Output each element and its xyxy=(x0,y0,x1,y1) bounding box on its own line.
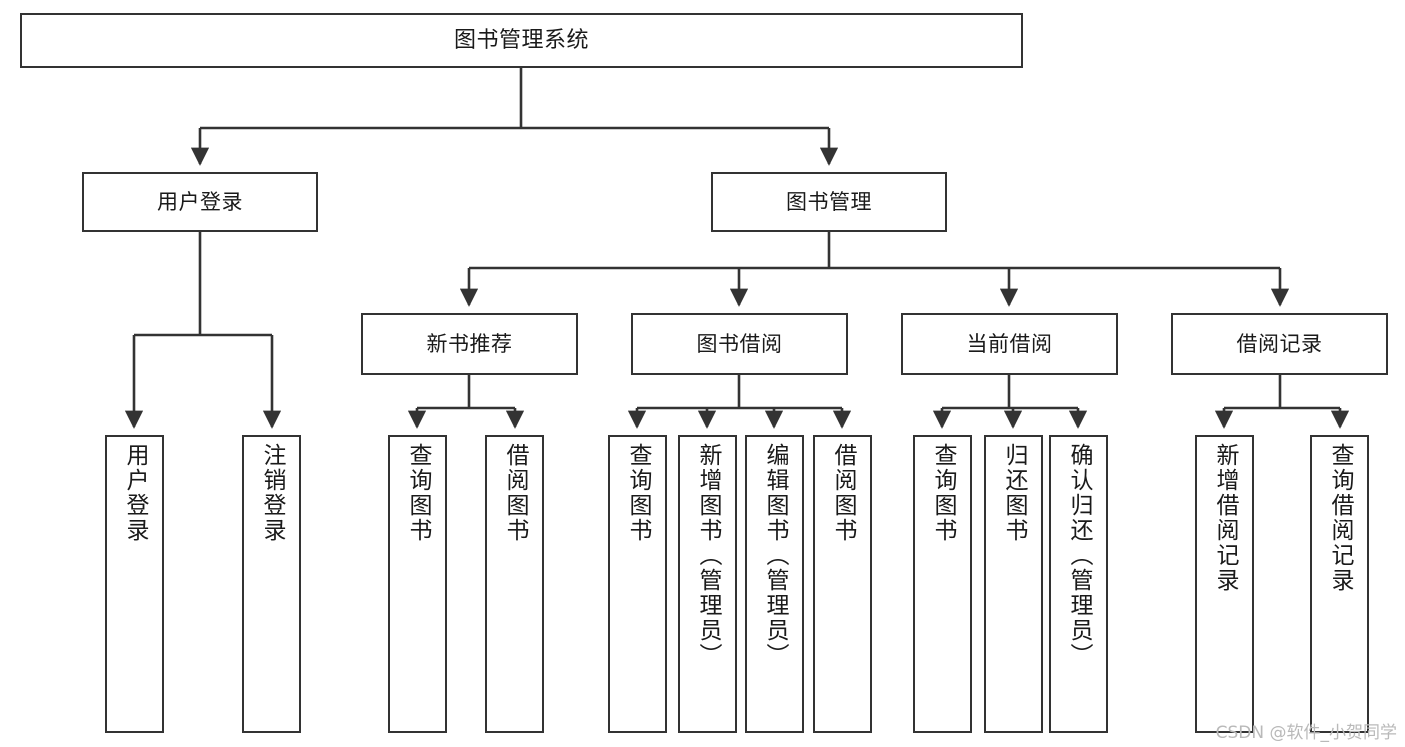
node-leaf-user-login-label: 用户登录 xyxy=(122,443,148,543)
node-leaf-query-book-rec-label: 查询图书 xyxy=(405,443,431,543)
node-book-manage[interactable]: 图书管理 xyxy=(711,172,947,232)
csdn-watermark: CSDN @软件_小贺同学 xyxy=(1215,723,1397,743)
node-book-manage-label: 图书管理 xyxy=(786,189,872,214)
node-book-borrow-label: 图书借阅 xyxy=(696,331,783,356)
node-leaf-confirm-return[interactable]: 确认归还（管理员） xyxy=(1049,435,1108,733)
node-leaf-return-book[interactable]: 归还图书 xyxy=(984,435,1043,733)
node-leaf-edit-book-label: 编辑图书（管理员） xyxy=(762,443,788,668)
node-root-label: 图书管理系统 xyxy=(453,27,589,53)
node-new-book-rec-label: 新书推荐 xyxy=(426,331,513,356)
node-leaf-borrow-book-b[interactable]: 借阅图书 xyxy=(813,435,872,733)
node-current-borrow-label: 当前借阅 xyxy=(966,331,1053,356)
node-leaf-add-book[interactable]: 新增图书（管理员） xyxy=(678,435,737,733)
node-leaf-query-book-b-label: 查询图书 xyxy=(625,443,651,543)
node-leaf-return-book-label: 归还图书 xyxy=(1001,443,1027,543)
node-user-login[interactable]: 用户登录 xyxy=(82,172,318,232)
node-new-book-rec[interactable]: 新书推荐 xyxy=(361,313,578,375)
node-leaf-query-book-c[interactable]: 查询图书 xyxy=(913,435,972,733)
node-leaf-borrow-book-rec-label: 借阅图书 xyxy=(502,443,528,543)
node-book-borrow[interactable]: 图书借阅 xyxy=(631,313,848,375)
node-current-borrow[interactable]: 当前借阅 xyxy=(901,313,1118,375)
node-user-login-label: 用户登录 xyxy=(157,189,243,214)
node-leaf-add-record-label: 新增借阅记录 xyxy=(1212,443,1238,593)
node-leaf-add-record[interactable]: 新增借阅记录 xyxy=(1195,435,1254,733)
node-borrow-record-label: 借阅记录 xyxy=(1236,331,1323,356)
node-leaf-borrow-book-b-label: 借阅图书 xyxy=(830,443,856,543)
node-root[interactable]: 图书管理系统 xyxy=(20,13,1023,68)
node-leaf-edit-book[interactable]: 编辑图书（管理员） xyxy=(745,435,804,733)
node-leaf-logout-label: 注销登录 xyxy=(259,443,285,543)
node-leaf-query-book-rec[interactable]: 查询图书 xyxy=(388,435,447,733)
node-leaf-query-book-b[interactable]: 查询图书 xyxy=(608,435,667,733)
node-leaf-user-login[interactable]: 用户登录 xyxy=(105,435,164,733)
node-leaf-logout[interactable]: 注销登录 xyxy=(242,435,301,733)
node-leaf-confirm-return-label: 确认归还（管理员） xyxy=(1066,443,1092,668)
node-leaf-query-record-label: 查询借阅记录 xyxy=(1327,443,1353,593)
node-leaf-borrow-book-rec[interactable]: 借阅图书 xyxy=(485,435,544,733)
node-leaf-query-book-c-label: 查询图书 xyxy=(930,443,956,543)
node-leaf-query-record[interactable]: 查询借阅记录 xyxy=(1310,435,1369,733)
node-leaf-add-book-label: 新增图书（管理员） xyxy=(695,443,721,668)
node-borrow-record[interactable]: 借阅记录 xyxy=(1171,313,1388,375)
